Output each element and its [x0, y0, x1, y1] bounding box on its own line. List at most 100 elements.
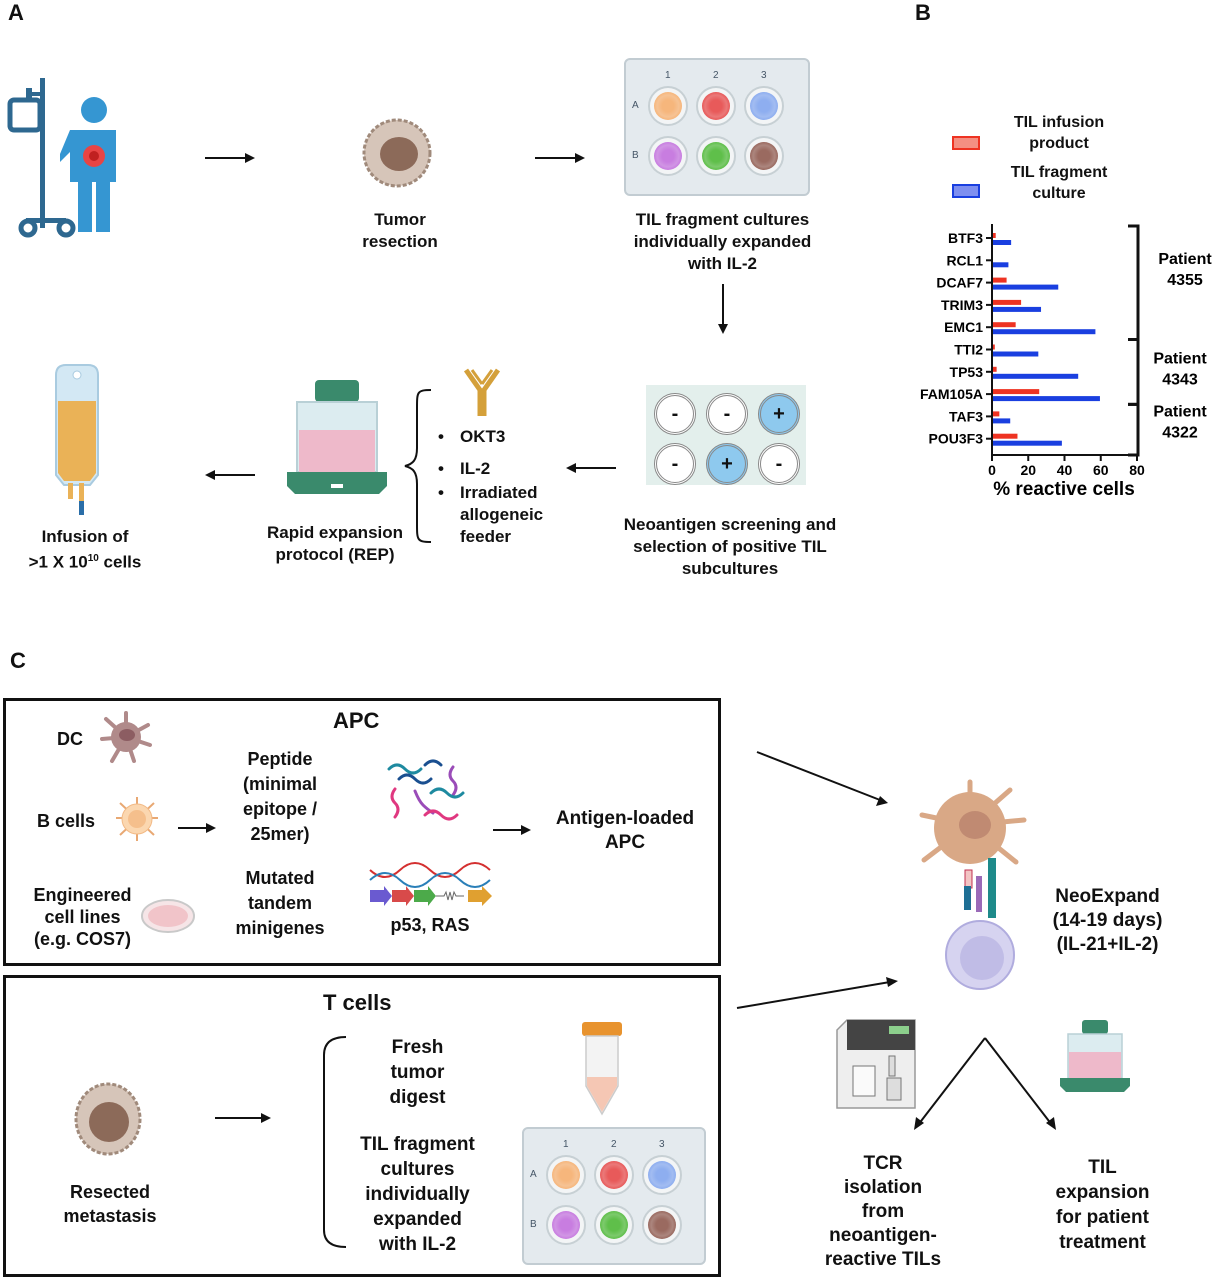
cell-cluster	[702, 142, 730, 170]
bracket-icon	[404, 389, 432, 543]
y-tick-label: FAM105A	[920, 386, 983, 402]
bar-fragment-culture	[993, 373, 1079, 379]
cell-cluster	[648, 1211, 676, 1239]
negative-well: -	[654, 393, 696, 435]
x-axis-label: % reactive cells	[993, 479, 1135, 500]
petri-dish-icon	[141, 899, 195, 933]
bar-infusion-product	[993, 233, 996, 238]
cell-cluster	[600, 1161, 628, 1189]
plate-well	[546, 1155, 586, 1195]
panel-a-label: A	[8, 0, 24, 25]
y-tick-label: TRIM3	[941, 297, 983, 313]
plate-well	[594, 1205, 634, 1245]
rep-component-label: OKT3	[460, 427, 506, 446]
x-tick-label: 0	[988, 462, 996, 478]
plate-well	[744, 136, 784, 176]
plate-column-label: 2	[611, 1139, 617, 1150]
apc-title: APC	[333, 708, 380, 733]
bar-infusion-product	[993, 389, 1040, 395]
bar-fragment-culture	[993, 240, 1012, 245]
peptides-icon	[387, 759, 465, 821]
bar-infusion-product	[993, 277, 1007, 283]
plate-well	[546, 1205, 586, 1245]
bar-infusion-product	[993, 322, 1016, 328]
legend-swatch-infusion	[952, 136, 980, 150]
plate-column-label: 3	[761, 70, 767, 81]
x-tick-label: 60	[1093, 462, 1109, 478]
bar-infusion-product	[993, 433, 1018, 439]
infusion-prefix: Infusion of	[41, 527, 129, 546]
dc-label: DC	[57, 729, 83, 749]
plate-row-label: B	[530, 1219, 537, 1230]
x-tick-label: 80	[1129, 462, 1145, 478]
y-tick-label: POU3F3	[929, 431, 984, 447]
bullet-icon: •	[438, 459, 444, 478]
conical-tube-icon	[582, 1022, 622, 1116]
plate-column-label: 2	[713, 70, 719, 81]
bar-fragment-culture	[993, 262, 1009, 268]
patient-group-bracket	[1128, 402, 1140, 457]
screening-plate: - - + - + -	[646, 385, 806, 485]
arrow-right-icon	[493, 825, 531, 835]
bar-fragment-culture	[993, 329, 1096, 335]
well-result: +	[721, 452, 733, 475]
bar-infusion-product	[993, 299, 1022, 305]
apc-box	[3, 698, 721, 966]
panel-b-label: B	[915, 0, 931, 25]
negative-well: -	[654, 443, 696, 485]
patient-group-label: 4322	[1162, 424, 1198, 441]
negative-well: -	[706, 393, 748, 435]
well-result: -	[775, 452, 783, 475]
tcells-box	[3, 975, 721, 1277]
bullet-icon: •	[438, 427, 444, 446]
fresh-digest-label: Fresh tumor digest	[389, 1037, 446, 1108]
til-fragment-cultures-label: TIL fragment cultures individually expan…	[360, 1134, 475, 1255]
cell-cluster	[750, 142, 778, 170]
plate-row-label: B	[632, 150, 639, 161]
bar-infusion-product	[993, 366, 997, 372]
y-tick-label: EMC1	[944, 319, 983, 335]
plate-well	[696, 136, 736, 176]
bar-infusion-product	[993, 344, 995, 350]
bracket-icon	[323, 1036, 347, 1248]
arrow-right-icon	[215, 1113, 271, 1123]
infusion-count: >1 X 1010 cells	[28, 552, 142, 572]
minigene-examples-label: p53, RAS	[390, 915, 470, 935]
plate-column-label: 3	[659, 1139, 665, 1150]
x-tick-label: 40	[1057, 462, 1073, 478]
patient-iv-icon	[7, 78, 116, 238]
legend-label-infusion: TIL infusion product	[1013, 114, 1105, 152]
rep-component-label: Irradiated allogeneic feeder	[460, 483, 544, 546]
legend-swatch-fragment	[952, 184, 980, 198]
well-result: -	[723, 402, 731, 425]
arrow-right-icon	[535, 153, 585, 163]
cell-cluster	[552, 1161, 580, 1189]
plate-column-label: 1	[563, 1139, 569, 1150]
cell-cluster	[750, 92, 778, 120]
plate-row-label: A	[530, 1169, 537, 1180]
arrow-down-icon	[718, 284, 728, 334]
rep-label: Rapid expansion protocol (REP)	[266, 523, 404, 564]
resected-metastasis-label: Resected metastasis	[63, 1182, 157, 1226]
plate-well	[648, 86, 688, 126]
b-cells-label: B cells	[36, 811, 96, 831]
patient-group-label: 4355	[1167, 272, 1203, 289]
patient-group-label: Patient	[1153, 403, 1207, 420]
y-tick-label: TTI2	[954, 342, 983, 358]
bar-fragment-culture	[993, 306, 1042, 312]
negative-well: -	[758, 443, 800, 485]
neoexpand-label: NeoExpand (14-19 days) (IL-21+IL-2)	[1052, 886, 1163, 955]
arrow-right-icon	[205, 153, 255, 163]
plate-row-label: A	[632, 100, 639, 111]
x-tick-label: 20	[1020, 462, 1036, 478]
positive-well: +	[758, 393, 800, 435]
rep-bottle-icon	[287, 380, 387, 494]
bar-fragment-culture	[993, 440, 1062, 446]
minigenes-label: Mutated tandem minigenes	[235, 868, 325, 938]
patient-group-label: Patient	[1153, 351, 1207, 368]
bar-fragment-culture	[993, 351, 1039, 357]
cell-cluster	[654, 142, 682, 170]
